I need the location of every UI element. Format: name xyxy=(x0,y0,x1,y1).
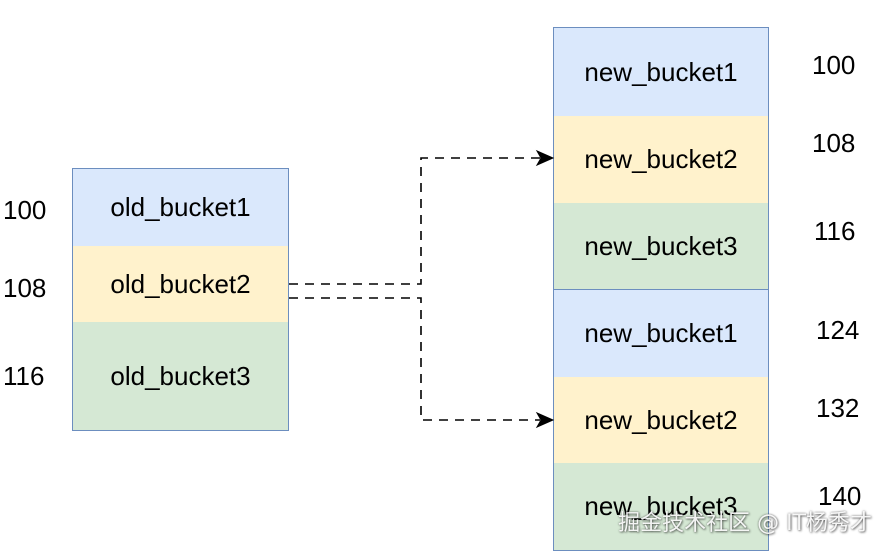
bucket-label: old_bucket2 xyxy=(110,268,251,299)
dashed-connector-to-lower-new-bucket2 xyxy=(289,297,540,421)
address-label: 100 xyxy=(812,50,856,80)
address-label: 100 xyxy=(3,195,47,225)
bucket-label: new_bucket3 xyxy=(584,491,738,521)
arrowhead xyxy=(535,149,555,167)
address-label: 132 xyxy=(816,393,860,423)
arrowhead xyxy=(535,411,555,429)
address-label: 116 xyxy=(3,361,45,391)
new-bucket-cell: new_bucket1 xyxy=(554,28,768,116)
watermark: 掘金技术社区 @ IT杨秀才 xyxy=(618,511,872,536)
address-label: 108 xyxy=(3,273,47,303)
new-bucket-array-first-half: new_bucket1 new_bucket2 new_bucket3 xyxy=(553,27,769,290)
new-bucket-cell: new_bucket1 xyxy=(554,290,768,377)
bucket-label: new_bucket2 xyxy=(584,404,738,435)
new-bucket-cell: new_bucket3 xyxy=(554,203,768,289)
old-bucket-cell: old_bucket1 xyxy=(73,169,288,246)
address-label: 108 xyxy=(812,128,856,158)
bucket-label: old_bucket3 xyxy=(110,360,251,391)
new-bucket-cell: new_bucket2 xyxy=(554,377,768,463)
bucket-label: new_bucket2 xyxy=(584,144,738,174)
bucket-label: new_bucket1 xyxy=(584,56,738,87)
address-label: 116 xyxy=(814,216,856,246)
old-bucket-cell: old_bucket3 xyxy=(73,322,288,430)
new-bucket-array-second-half: new_bucket1 new_bucket2 new_bucket3 xyxy=(553,289,769,551)
bucket-label: new_bucket1 xyxy=(584,318,738,348)
address-label: 140 xyxy=(818,481,862,511)
old-bucket-cell: old_bucket2 xyxy=(73,246,288,322)
new-bucket-cell: new_bucket3 xyxy=(554,463,768,550)
bucket-label: new_bucket3 xyxy=(584,230,738,261)
address-label: 124 xyxy=(816,315,860,345)
dashed-connector-to-upper-new-bucket2 xyxy=(289,157,540,285)
bucket-label: old_bucket1 xyxy=(110,192,251,222)
old-bucket-array: old_bucket1 old_bucket2 old_bucket3 xyxy=(72,168,289,431)
new-bucket-cell: new_bucket2 xyxy=(554,116,768,203)
